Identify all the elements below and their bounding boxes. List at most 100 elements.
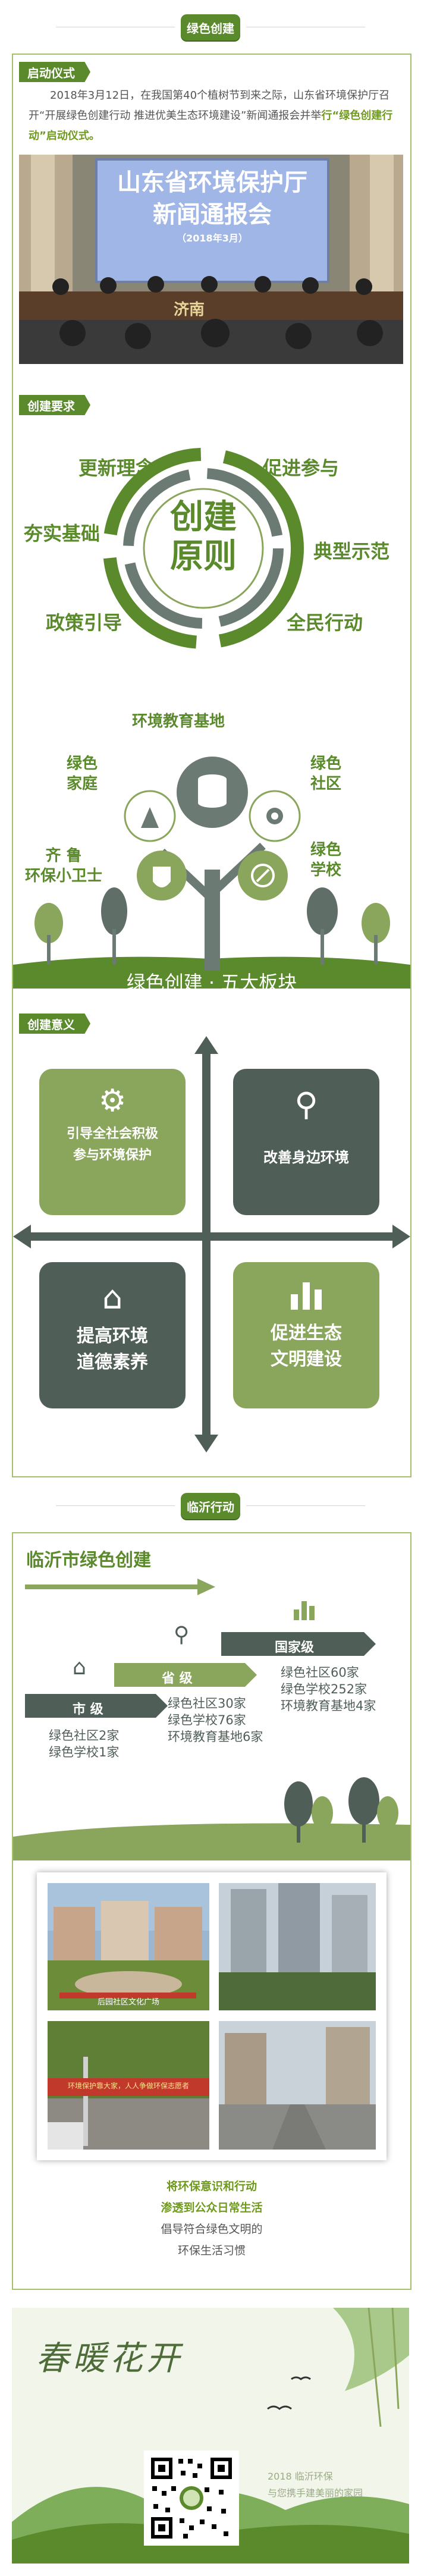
- quad-br-line1: 促进生态: [271, 1323, 342, 1344]
- compass-icon: [251, 864, 275, 887]
- tree-title: 环境教育基地: [132, 713, 225, 730]
- tag-label: 启动仪式: [27, 65, 75, 80]
- banner-illustration: [48, 2021, 209, 2150]
- stat-line: 绿色学校252家: [281, 1682, 367, 1696]
- press-conference-photo: 山东省环境保护厅 新闻通报会 （2018年3月） 济南: [19, 155, 403, 364]
- closing-statement: 将环保意识和行动 渗透到公众日常生活 倡导符合绿色文明的 环保生活习惯: [13, 2176, 410, 2261]
- principle-solid-foundation: 夯实基础: [24, 522, 100, 545]
- bar-chart-icon: [288, 1280, 324, 1310]
- quad-eco-civilization: 促进生态 文明建设: [233, 1262, 379, 1408]
- swallow-icon: [267, 2405, 292, 2410]
- banner-text: 环境保护靠大家，人人争做环保志愿者: [67, 2082, 189, 2090]
- label-green-family: 绿色 家庭: [67, 755, 98, 793]
- tag-label: 创建要求: [27, 399, 75, 413]
- photo-collage: 后园社区文化广场 环境保护靠大家，人人争做环保志愿者: [37, 1872, 387, 2160]
- towers-illustration: [219, 1883, 376, 2010]
- level-national-label: 国家级: [275, 1640, 315, 1655]
- slogan-line2: 与您携手建美丽的家园: [268, 2487, 363, 2499]
- quad-raise-ethics: ⌂ 提高环境 道德素养: [39, 1262, 186, 1408]
- quad-guide-society: ⚙ 引导全社会积极 参与环境保护: [39, 1069, 186, 1215]
- principle-update-concept: 更新理念: [78, 457, 155, 479]
- press-sign-line2: 新闻通报会: [153, 201, 272, 228]
- stat-line: 绿色学校1家: [49, 1745, 120, 1759]
- tree-icon: [141, 807, 159, 828]
- launch-highlight: 行“绿色创建行动”启动仪式。: [29, 109, 393, 142]
- quad-tl-line2: 参与环境保护: [73, 1148, 152, 1163]
- qr-code-icon: [147, 2454, 235, 2542]
- photo-caption: 后园社区文化广场: [97, 1998, 159, 2007]
- stat-line: 绿色社区30家: [168, 1696, 246, 1711]
- section-header-label: 临沂行动: [187, 1499, 234, 1514]
- principles-center: 创建 原则: [144, 498, 263, 576]
- closing-line1: 将环保意识和行动: [166, 2180, 257, 2193]
- levels-staircase: [13, 1579, 410, 1860]
- label-qilu-eco-guard: 齐 鲁 环保小卫士: [25, 847, 103, 885]
- section-header-linyi-action: 临沂行动: [56, 1493, 365, 1519]
- linyi-action-panel: 临沂市绿色创建 ⌂ ⚲ 市 级 省 级 国家级 绿色社区2家 绿色学校1家 绿色…: [12, 1532, 411, 2290]
- shield-icon: [153, 867, 171, 887]
- principle-typical-demonstration: 典型示范: [313, 540, 390, 563]
- level-city-stats: 绿色社区2家 绿色学校1家: [49, 1727, 119, 1761]
- press-sign-line1: 山东省环境保护厅: [117, 169, 307, 196]
- footer-banner: 春暖花开 2018 临沂环保 与您携手建美丽的家园: [12, 2308, 409, 2564]
- stat-line: 绿色学校76家: [168, 1713, 246, 1727]
- gear-icon: ⚙: [98, 1083, 127, 1119]
- closing-line2: 渗透到公众日常生活: [161, 2201, 263, 2214]
- house-icon: ⌂: [73, 1655, 86, 1680]
- level-province-stats: 绿色社区30家 绿色学校76家 环境教育基地6家: [168, 1695, 263, 1745]
- principles-diagram: [103, 448, 304, 649]
- launch-text: 2018年3月12日，在我国第40个植树节到来之际，山东省环境保护厅召开“开展绿…: [29, 89, 390, 122]
- photo-community-plaza: 后园社区文化广场: [48, 1883, 209, 2010]
- level-national-stats: 绿色社区60家 绿色学校252家 环境教育基地4家: [281, 1664, 376, 1714]
- stat-line: 环境教育基地6家: [168, 1730, 263, 1744]
- backdrop-text: 济南: [174, 301, 205, 319]
- tag-creation-significance: 创建意义: [19, 1014, 90, 1034]
- principle-promote-participation: 促进参与: [263, 457, 340, 479]
- photo-street-view: [219, 2021, 376, 2150]
- search-icon: ⚲: [174, 1623, 190, 1647]
- swallow-icon: [291, 2376, 311, 2380]
- photo-residential-towers: [219, 1883, 376, 2010]
- stat-line: 环境教育基地4家: [281, 1699, 376, 1713]
- principle-policy-guidance: 政策引导: [46, 611, 122, 634]
- label-green-school: 绿色 学校: [310, 841, 342, 879]
- stat-line: 绿色社区2家: [49, 1728, 120, 1743]
- footer-calligraphy: 春暖花开: [36, 2339, 183, 2378]
- bar-chart-icon: [293, 1599, 316, 1620]
- footer-slogan: 2018 临沂环保 与您携手建美丽的家园: [268, 2468, 363, 2502]
- database-icon: [198, 774, 227, 808]
- tag-label: 创建意义: [27, 1017, 75, 1032]
- plaza-illustration: [48, 1883, 209, 2010]
- press-conference-illustration: [19, 155, 403, 364]
- significance-quadrant-axes: [13, 1036, 410, 1452]
- closing-line4: 环保生活习惯: [177, 2244, 246, 2257]
- press-sign-date: （2018年3月）: [177, 233, 248, 244]
- quad-br-line2: 文明建设: [271, 1349, 342, 1370]
- stat-line: 绿色社区60家: [281, 1665, 359, 1680]
- quad-bl-line2: 道德素养: [77, 1352, 148, 1373]
- qr-code[interactable]: [144, 2451, 239, 2546]
- quad-improve-environment: ⚲ 改善身边环境: [233, 1069, 379, 1215]
- five-sectors-banner: 绿色创建 · 五大板块: [126, 971, 297, 994]
- label-green-community: 绿色 社区: [310, 755, 342, 793]
- slogan-line1: 2018 临沂环保: [268, 2471, 333, 2482]
- green-creation-panel: 启动仪式 2018年3月12日，在我国第40个植树节到来之际，山东省环境保护厅召…: [12, 54, 411, 1477]
- level-province-label: 省 级: [162, 1671, 193, 1686]
- quad-tl-line1: 引导全社会积极: [66, 1127, 158, 1141]
- house-icon: ⌂: [102, 1279, 123, 1316]
- linyi-title: 临沂市绿色创建: [26, 1550, 151, 1571]
- launch-paragraph: 2018年3月12日，在我国第40个植树节到来之际，山东省环境保护厅召开“开展绿…: [29, 86, 397, 146]
- street-illustration: [219, 2021, 376, 2150]
- tag-creation-requirements: 创建要求: [19, 395, 90, 415]
- principle-all-people-action: 全民行动: [287, 611, 363, 634]
- quad-bl-line1: 提高环境: [77, 1326, 148, 1347]
- gear-icon: [266, 808, 283, 824]
- five-sectors-tree: [13, 757, 410, 989]
- photo-volunteer-banner: 环境保护靠大家，人人争做环保志愿者: [48, 2021, 209, 2150]
- section-header-green-creation: 绿色创建: [56, 14, 365, 40]
- press-sign: 山东省环境保护厅 新闻通报会 （2018年3月）: [96, 167, 328, 246]
- closing-line3: 倡导符合绿色文明的: [161, 2223, 263, 2236]
- tag-launch-ceremony: 启动仪式: [19, 62, 90, 82]
- center-line2: 原则: [170, 537, 237, 576]
- search-icon: ⚲: [294, 1085, 318, 1123]
